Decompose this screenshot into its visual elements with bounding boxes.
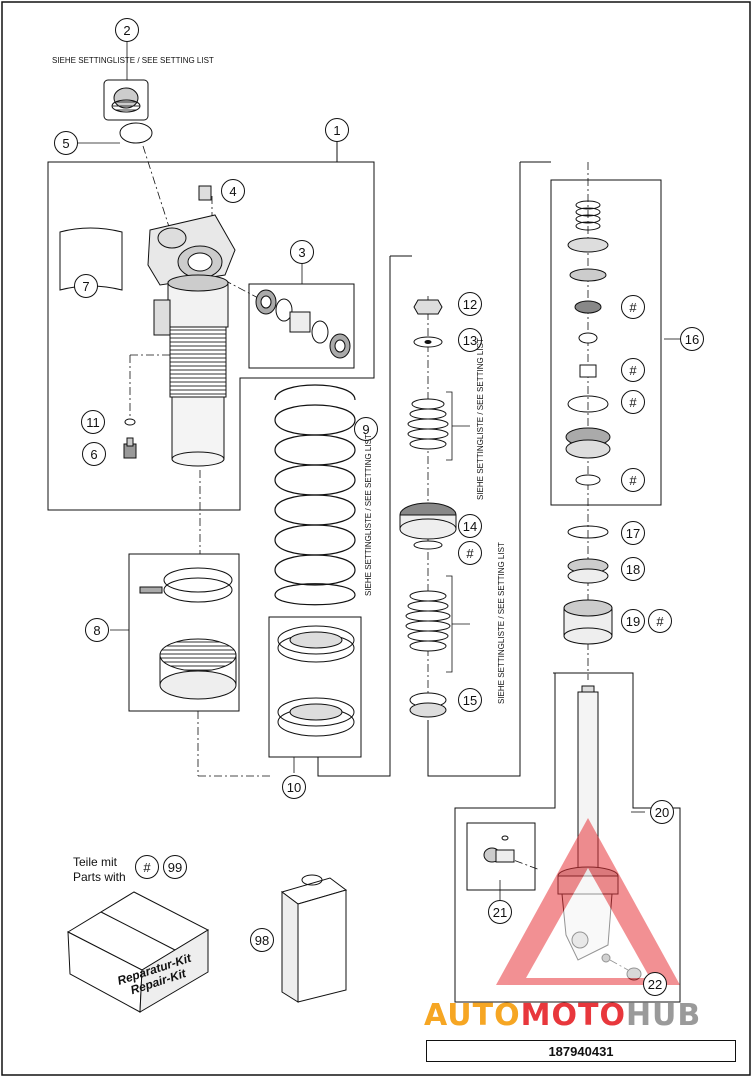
callout-2: 2 (115, 18, 139, 42)
callout-14: 14 (458, 514, 482, 538)
callout-15: 15 (458, 688, 482, 712)
callout-3: 3 (290, 240, 314, 264)
repair-kit-box (66, 891, 210, 1013)
callout-4: 4 (221, 179, 245, 203)
parts-with-de: Teile mit (73, 855, 118, 869)
callout-6: 6 (82, 442, 106, 466)
callout-1: 1 (325, 118, 349, 142)
callout-hash-16b: # (621, 358, 645, 382)
parts-with-text: Teile mit Parts with (73, 855, 126, 885)
part-9-spring (274, 384, 356, 606)
callout-12: 12 (458, 292, 482, 316)
part-98-oil-can (280, 874, 348, 1003)
group-frames (47, 140, 681, 1003)
watermark-part1: AUTO (424, 998, 521, 1033)
callout-16: 16 (680, 327, 704, 351)
callout-hash-16d: # (621, 468, 645, 492)
parts-16-19-stack (563, 200, 613, 645)
callout-18: 18 (621, 557, 645, 581)
leader-lines (78, 42, 680, 900)
parts-with-en: Parts with (73, 870, 126, 884)
callout-hash-16c: # (621, 390, 645, 414)
part-3-seal-set (255, 289, 351, 359)
setting-list-label-upper: SIEHE SETTINGLISTE / SEE SETTING LIST (476, 338, 485, 500)
watermark-part2: MOTO (520, 998, 626, 1033)
callout-hash-14: # (458, 541, 482, 565)
part-7-label (59, 227, 123, 291)
watermark-part3: HUB (625, 998, 702, 1033)
callout-98: 98 (250, 928, 274, 952)
part-21-valve (483, 835, 515, 863)
part-10-spring-seats (277, 625, 355, 737)
part-1-shock-body (147, 185, 236, 467)
setting-brackets (446, 391, 470, 673)
callout-7: 7 (74, 274, 98, 298)
callout-hash-kit: # (135, 855, 159, 879)
callout-21: 21 (488, 900, 512, 924)
part-2-adjuster (103, 79, 153, 144)
setting-list-label-9: SIEHE SETTINGLISTE / SEE SETTING LIST (364, 434, 373, 596)
callout-20: 20 (650, 800, 674, 824)
parts-12-15-stack (399, 299, 457, 718)
callout-hash-16a: # (621, 295, 645, 319)
callout-17: 17 (621, 521, 645, 545)
watermark-logo: AUTOMOTOHUB (424, 998, 701, 1033)
callout-10: 10 (282, 775, 306, 799)
callout-8: 8 (85, 618, 109, 642)
parts-11-6 (123, 418, 137, 459)
setting-list-label-2: SIEHE SETTINGLISTE / SEE SETTING LIST (52, 56, 214, 65)
part-8-preload-rings (139, 567, 237, 700)
document-number: 187940431 (426, 1040, 736, 1062)
callout-19: 19 (621, 609, 645, 633)
callout-99: 99 (163, 855, 187, 879)
setting-list-label-lower: SIEHE SETTINGLISTE / SEE SETTING LIST (497, 542, 506, 704)
callout-11: 11 (81, 410, 105, 434)
watermark-triangle (496, 818, 680, 985)
callout-5: 5 (54, 131, 78, 155)
callout-hash-19: # (648, 609, 672, 633)
callout-13: 13 (458, 328, 482, 352)
callout-22: 22 (643, 972, 667, 996)
callout-9: 9 (354, 417, 378, 441)
